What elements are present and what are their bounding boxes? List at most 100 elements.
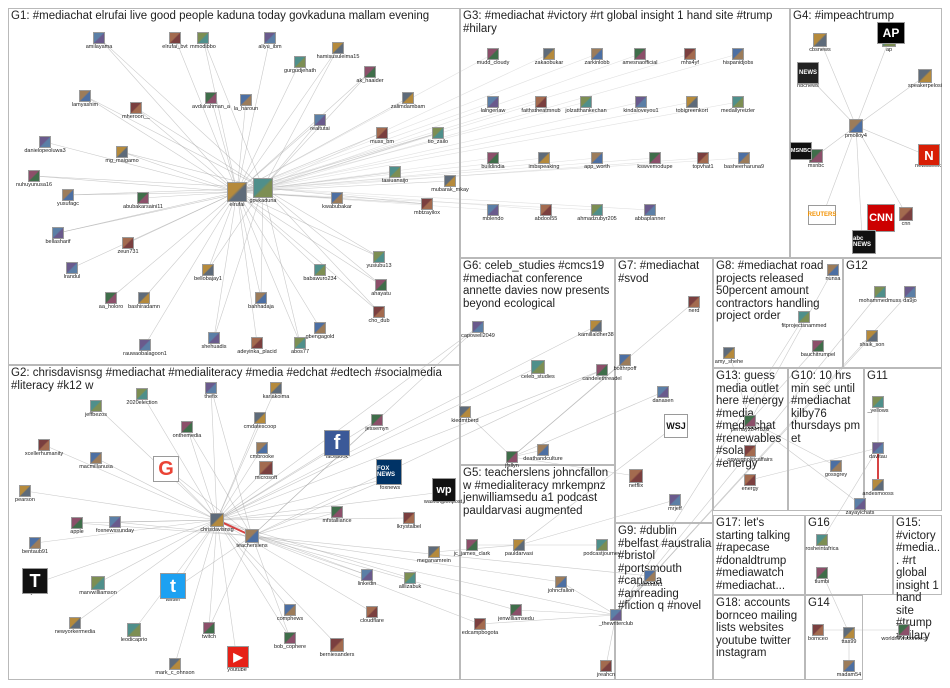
graph-node[interactable]: aa_holoro [83,292,139,310]
graph-node[interactable]: leodicaprio [106,623,162,643]
graph-node[interactable]: 2020election [114,388,170,406]
graph-node[interactable]: mbtzayilox [399,198,455,216]
graph-node[interactable]: karlakoima [248,382,304,400]
graph-node[interactable]: babawuro234 [292,264,348,282]
graph-node[interactable]: tio_zailo [410,127,466,145]
graph-node[interactable]: mudd_cloudy [465,48,521,66]
graph-node[interactable]: hispanidjobs [710,48,766,66]
graph-node[interactable]: alllizabuk [382,572,438,590]
graph-node[interactable]: celeb_studies [510,360,566,380]
graph-node[interactable]: zalimdambam [380,92,436,110]
graph-node[interactable]: mheroon__ [108,102,164,120]
graph-node[interactable]: bellobajay1 [180,264,236,282]
graph-node[interactable]: govkaduna [235,178,291,204]
graph-node[interactable]: shehuadis [186,332,242,350]
graph-node[interactable]: tasiuanaijo [367,166,423,184]
graph-node[interactable]: newyorkermedia [47,617,103,635]
graph-node[interactable]: foxnewssunday [87,516,143,534]
graph-node[interactable]: speakerpelosi [897,69,950,89]
graph-node[interactable]: madam54 [821,660,877,678]
graph-node[interactable]: amesnaofficial [612,48,668,66]
graph-node[interactable]: cmdatescoop [232,412,288,430]
graph-node[interactable]: ak_haaider [342,66,398,84]
graph-node[interactable]: medallyreizler [710,96,766,114]
graph-node[interactable]: bellasharif [30,227,86,245]
graph-node[interactable]: kwabubakar [309,192,365,210]
graph-node[interactable]: lkrystalbel [381,512,437,530]
graph-node[interactable]: mfstalliance [309,506,365,524]
graph-node[interactable]: netflix [608,469,664,489]
graph-node[interactable]: mhs4yf [662,48,718,66]
graph-node[interactable]: jeffbezos [68,400,124,418]
graph-node[interactable]: chrisdavisnsg [189,513,245,533]
graph-node[interactable]: worldnewsconnect [876,624,932,642]
graph-node[interactable]: amilayama [71,32,127,50]
graph-node[interactable]: lalngerlaw [465,96,521,114]
graph-node[interactable]: edcampbogota [452,618,508,636]
graph-node[interactable]: cbsnews [792,33,848,53]
graph-node[interactable]: kindaloveyou1 [613,96,669,114]
graph-node[interactable]: bob_cophere [262,632,318,650]
graph-node[interactable]: ahayatu [353,279,409,297]
graph-node[interactable]: faithstheatmnub [513,96,569,114]
graph-node[interactable]: twitch [181,622,237,640]
graph-node[interactable]: abos77 [272,337,328,355]
graph-node[interactable]: yusiubu13 [351,251,407,269]
graph-node[interactable]: marvwilliamson [70,576,126,596]
graph-node[interactable]: aliyu_ibm [242,32,298,50]
graph-node[interactable]: _yellows [850,396,906,414]
graph-node[interactable]: bolthrpoff [597,354,653,372]
graph-node[interactable]: danielopeoluwa3 [17,136,73,154]
graph-node[interactable]: ahmadzubyr205 [569,204,625,222]
graph-node[interactable]: cmbrooke [234,442,290,460]
graph-node[interactable]: buildindia [465,152,521,170]
graph-node[interactable]: comphews [262,604,318,622]
graph-node[interactable]: lrandul [44,262,100,280]
graph-node[interactable]: meganamrein [406,546,462,564]
graph-node[interactable]: pearson [0,485,53,503]
graph-node[interactable]: hamisusuleima15 [310,42,366,60]
graph-node[interactable]: abubakarsaini11 [115,192,171,210]
graph-node[interactable]: mubarak_mkay [422,175,478,193]
graph-node[interactable]: pernay2847826 [722,415,778,433]
graph-node[interactable]: yusufagc [40,189,96,207]
graph-node[interactable]: linkedin [339,569,395,587]
graph-node[interactable]: deathandculture [515,444,571,462]
graph-node[interactable]: gbengagold [292,322,348,340]
graph-node[interactable]: nerd [666,296,722,314]
graph-node[interactable]: xcellerhumanity [16,439,72,457]
graph-node[interactable]: mrjeff [647,494,703,512]
graph-node[interactable]: podcastjourney [574,539,630,557]
graph-node[interactable]: capowell2049 [450,321,506,339]
graph-node[interactable]: apple [49,517,105,535]
graph-node[interactable]: mblendo [465,204,521,222]
graph-node[interactable]: energy [722,474,778,492]
graph-node[interactable]: abdool55 [518,204,574,222]
graph-node[interactable]: bauchitrumpel [790,340,846,358]
graph-node[interactable]: candelethreadel [574,364,630,382]
graph-node[interactable]: kswvemodupe [627,152,683,170]
graph-node[interactable]: cho_dub [351,306,407,324]
graph-node[interactable]: jc_james_clark [444,539,500,557]
graph-node[interactable]: da9jo [882,286,938,304]
graph-node[interactable]: pauldarvasi [491,539,547,557]
graph-node[interactable]: avdulrahman_a [183,92,239,110]
graph-node[interactable]: amy_shehe [701,347,757,365]
graph-node[interactable]: zarkinlobb [569,48,625,66]
graph-node[interactable]: berniesanders [309,638,365,658]
graph-node[interactable]: mark_c_ohnson [147,658,203,676]
graph-node[interactable]: elrufai [209,182,265,208]
graph-node[interactable]: teacherslens [224,529,280,549]
graph-node[interactable]: jolzatthankechan [558,96,614,114]
graph-node[interactable]: ttas99 [821,627,877,645]
graph-node[interactable]: _thewriterclub [588,609,644,627]
graph-node[interactable]: pmolloy4 [828,119,884,139]
graph-node[interactable]: zayayichats [832,498,888,516]
graph-node[interactable]: adeyinka_placid [229,337,285,355]
graph-node[interactable]: app_worth [569,152,625,170]
graph-node[interactable]: lamyashim [57,90,113,108]
graph-node[interactable]: kamillaldher38 [568,320,624,338]
graph-node[interactable]: tlumbi [794,567,850,585]
graph-node[interactable]: abbaplanner [622,204,678,222]
graph-node[interactable]: rauwaobalagoon1 [117,339,173,357]
